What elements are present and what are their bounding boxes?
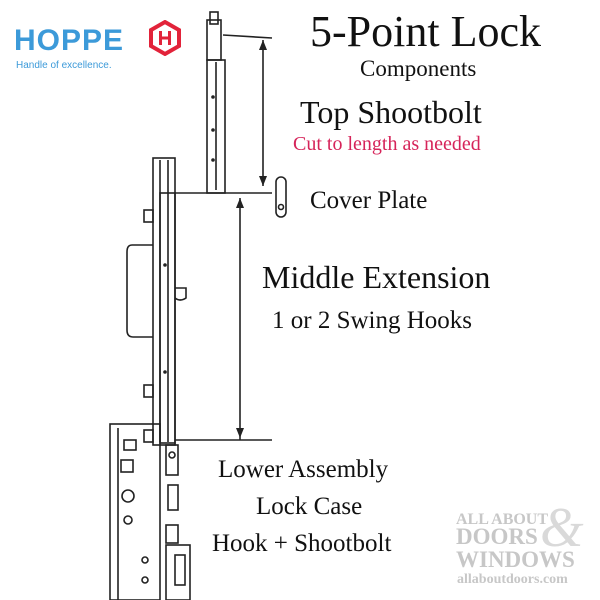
label-top-shootbolt: Top Shootbolt [300,94,482,130]
label-lower-assembly: Lower Assembly [218,456,389,483]
hexagon-h-icon [149,20,181,56]
label-middle-extension: Middle Extension [262,259,491,295]
label-swing-hooks: 1 or 2 Swing Hooks [272,307,473,334]
middle-extension-bar [152,157,176,446]
watermark-ampersand: & [540,497,584,559]
label-cut-note: Cut to length as needed [293,133,481,155]
watermark-url: allaboutdoors.com [457,572,568,587]
page-subtitle: Components [360,56,477,81]
watermark-line-1: ALL ABOUT [456,511,549,528]
brand-tagline: Handle of excellence. [16,60,112,71]
cover-plate-shape [275,176,287,218]
swing-hook [174,287,187,301]
watermark-line-3: WINDOWS [456,547,575,572]
swing-hook-plate [126,244,153,338]
label-hook-shootbolt: Hook + Shootbolt [212,530,392,557]
label-cover-plate: Cover Plate [310,187,428,214]
page-title: 5-Point Lock [310,7,541,56]
brand-name: HOPPE [14,24,125,57]
lower-assembly-case [109,423,161,600]
lock-case-spindle [121,489,135,503]
top-shootbolt-bar [206,19,222,61]
watermark-line-2: DOORS [456,524,538,549]
lower-shootbolt [165,544,191,600]
label-lock-case: Lock Case [256,493,363,520]
